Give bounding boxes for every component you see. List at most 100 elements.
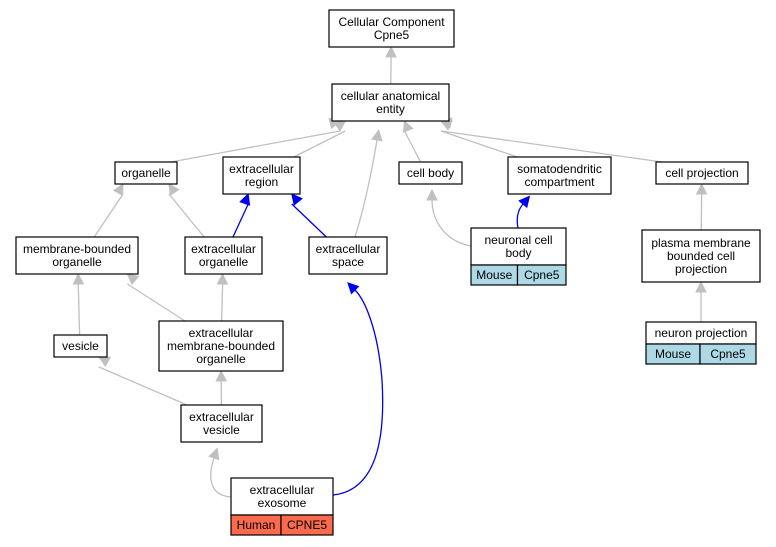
arrowhead-icon: [402, 119, 414, 133]
node-box: [184, 236, 263, 275]
edge-is-a: [127, 283, 186, 322]
node-label: bounded cell: [667, 249, 735, 263]
node-label: extracellular: [250, 483, 315, 497]
node-box: [398, 161, 463, 185]
edge-is-a: [170, 130, 341, 163]
edge-is-a: [98, 366, 188, 406]
node-label: extracellular: [189, 326, 254, 340]
arrowhead-icon: [371, 129, 383, 142]
edge-is-a: [431, 199, 472, 247]
node-label: cell projection: [665, 166, 738, 180]
edge-part-of: [516, 203, 524, 229]
edge-is-a: [210, 457, 232, 498]
node-label: region: [245, 175, 278, 189]
node-label: cell body: [407, 166, 454, 180]
node-label: organelle: [52, 255, 102, 269]
node-label: vesicle: [203, 423, 240, 437]
node-label: vesicle: [62, 339, 99, 353]
node-label: extracellular: [229, 162, 294, 176]
arrowhead-icon: [518, 195, 531, 209]
arrowhead-icon: [112, 183, 124, 196]
node-box: [15, 236, 139, 275]
node-label: space: [332, 255, 364, 269]
edge-is-a: [293, 130, 346, 158]
node-box: [507, 156, 612, 195]
edge-is-a: [220, 283, 224, 322]
edge-part-of: [232, 203, 249, 238]
node-box: [641, 229, 761, 283]
edge-is-a: [440, 130, 663, 163]
edge-is-a: [403, 130, 422, 163]
arrowhead-icon: [239, 192, 251, 206]
edge-part-of: [291, 203, 327, 238]
node-label: compartment: [524, 175, 595, 189]
arrowhead-icon: [72, 272, 85, 285]
node-organelle[interactable]: organelle: [114, 161, 178, 185]
arrowhead-icon: [168, 183, 180, 196]
arrowhead-icon: [208, 447, 220, 461]
node-label: organelle: [121, 166, 171, 180]
gene-cell: [699, 343, 757, 365]
node-label: Cellular Component: [338, 15, 445, 29]
node-box: [158, 320, 284, 372]
arrowhead-icon: [347, 282, 360, 295]
species-label: Mouse: [476, 268, 512, 282]
node-label: somatodendritic: [517, 162, 602, 176]
arrowhead-icon: [126, 273, 140, 286]
node-box: [222, 156, 301, 195]
node-cell-projection[interactable]: cell projection: [655, 161, 749, 185]
node-box: [308, 236, 388, 275]
node-label: organelle: [199, 255, 249, 269]
node-label: neuronal cell: [484, 233, 552, 247]
arrowhead-icon: [426, 188, 438, 201]
node-label: membrane-bounded: [23, 242, 131, 256]
arrowhead-icon: [215, 369, 228, 382]
arrowhead-icon: [695, 182, 708, 195]
node-vesicle[interactable]: vesicle: [53, 334, 108, 358]
edge-part-of: [332, 289, 384, 496]
node-label: cellular anatomical: [341, 89, 440, 103]
arrowhead-icon: [291, 193, 303, 206]
arrowhead-icon: [333, 120, 347, 132]
node-label: plasma membrane: [651, 236, 751, 250]
edge-is-a: [168, 193, 205, 238]
node-label: entity: [376, 102, 405, 116]
node-label: extracellular: [316, 242, 381, 256]
edge-is-a: [93, 193, 124, 238]
gene-cell: [280, 514, 334, 536]
edge-is-a: [77, 283, 81, 336]
species-label: Mouse: [655, 347, 691, 361]
node-label: organelle: [196, 352, 246, 366]
arrowhead-icon: [695, 280, 707, 293]
node-cell-body[interactable]: cell body: [398, 161, 463, 185]
gene-cell: [516, 264, 567, 286]
node-label: projection: [675, 262, 727, 276]
arrowhead-icon: [216, 272, 229, 285]
node-box: [114, 161, 178, 185]
arrowhead-icon: [385, 45, 397, 58]
node-label: extracellular: [191, 242, 256, 256]
edges: [72, 45, 708, 498]
node-label: membrane-bounded: [167, 339, 275, 353]
node-label: neuron projection: [655, 326, 748, 340]
node-box: [655, 161, 749, 185]
species-label: Human: [237, 518, 276, 532]
node-label: body: [505, 246, 531, 260]
gene-label: Cpne5: [710, 347, 746, 361]
node-box: [180, 404, 263, 443]
node-label: extracellular: [189, 410, 254, 424]
